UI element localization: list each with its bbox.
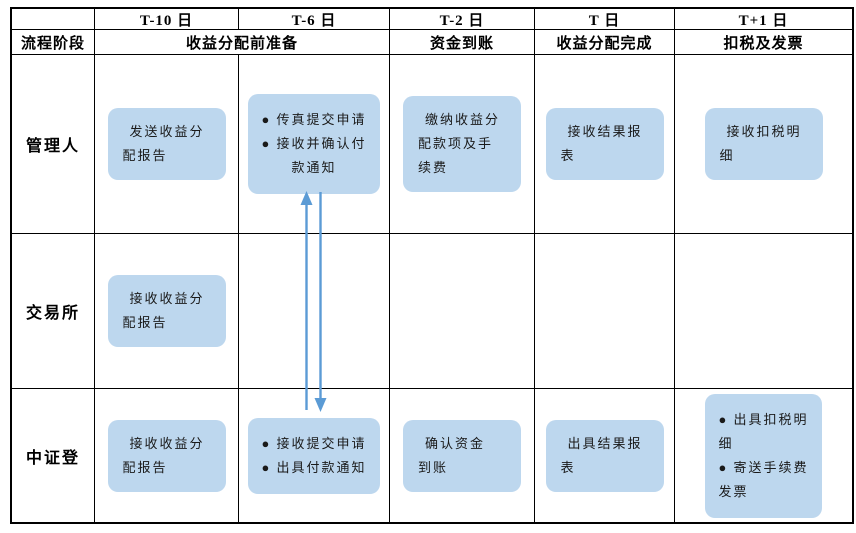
row-label-3: 中证登 — [12, 389, 95, 522]
corner-cell — [12, 9, 95, 30]
step-text-line: 配款项及手 — [418, 136, 494, 151]
step-text-line: ● 传真提交申请 — [261, 112, 367, 127]
process-step-box: 出具结果报表 — [545, 419, 664, 492]
step-text-line: ● 接收提交申请 — [261, 435, 367, 451]
step-text-line: 缴纳收益分 — [425, 112, 501, 127]
step-text-line: 表 — [560, 148, 576, 163]
step-text-line: 细 — [719, 148, 735, 163]
process-step-box: 发送收益分配报告 — [107, 108, 226, 180]
table-cell: 接收扣税明细 — [675, 55, 852, 234]
step-text-line: ● 接收并确认付 — [261, 136, 367, 151]
step-text-line: 出具结果报 — [567, 435, 643, 451]
table-cell — [239, 234, 390, 389]
phase-header-4: 扣税及发票 — [675, 30, 852, 55]
table-cell — [390, 234, 535, 389]
process-step-box: 接收扣税明细 — [704, 108, 823, 180]
step-text-line: 接收扣税明 — [726, 124, 802, 139]
table-cell — [535, 234, 675, 389]
table-cell: 缴纳收益分配款项及手续费 — [390, 55, 535, 234]
step-text-line: ● 出具扣税明 — [718, 411, 809, 427]
column-header-4: T 日 — [535, 9, 675, 30]
process-step-box: 接收收益分配报告 — [107, 275, 226, 347]
process-step-box: ● 出具扣税明细 ● 寄送手续费发票 — [705, 393, 822, 518]
column-header-2: T-6 日 — [239, 9, 390, 30]
table-cell — [675, 234, 852, 389]
process-step-box: 缴纳收益分配款项及手续费 — [403, 96, 521, 192]
row-label-2: 交易所 — [12, 234, 95, 389]
step-text-line: 配报告 — [122, 315, 168, 330]
step-text-line: 配报告 — [122, 459, 168, 475]
step-text-line: ● 出具付款通知 — [261, 459, 367, 475]
step-text-line: ● 寄送手续费 — [718, 459, 809, 475]
table-cell: 确认资金到账 — [390, 389, 535, 522]
table-cell: ● 出具扣税明细 ● 寄送手续费发票 — [675, 389, 852, 522]
step-text-line: 接收收益分 — [129, 435, 205, 451]
step-text-line: 到账 — [418, 459, 449, 475]
column-header-5: T+1 日 — [675, 9, 852, 30]
table-cell: ● 传真提交申请 ● 接收并确认付 款通知 — [239, 55, 390, 234]
step-text-line: 配报告 — [122, 148, 168, 163]
step-text-line: 接收收益分 — [129, 291, 205, 306]
table-cell: ● 接收提交申请 ● 出具付款通知 — [239, 389, 390, 522]
phase-header-2: 资金到账 — [390, 30, 535, 55]
table-cell: 接收结果报表 — [535, 55, 675, 234]
table-cell: 接收收益分配报告 — [95, 234, 239, 389]
process-step-box: 接收结果报表 — [545, 108, 664, 180]
step-text-line: 款通知 — [261, 160, 337, 175]
process-step-box: ● 接收提交申请 ● 出具付款通知 — [248, 417, 380, 494]
row-label-1: 管理人 — [12, 55, 95, 234]
process-step-box: 确认资金到账 — [403, 419, 521, 492]
phase-header-1: 收益分配前准备 — [95, 30, 390, 55]
table-cell: 出具结果报表 — [535, 389, 675, 522]
process-step-box: 接收收益分配报告 — [107, 419, 226, 492]
step-text-line: 发送收益分 — [129, 124, 205, 139]
step-text-line: 续费 — [418, 160, 449, 175]
column-header-1: T-10 日 — [95, 9, 239, 30]
process-step-box: ● 传真提交申请 ● 接收并确认付 款通知 — [248, 94, 380, 194]
phase-header-3: 收益分配完成 — [535, 30, 675, 55]
step-text-line: 发票 — [718, 483, 749, 499]
table-cell: 发送收益分配报告 — [95, 55, 239, 234]
step-text-line: 表 — [560, 459, 576, 475]
step-text-line: 细 — [718, 435, 734, 451]
step-text-line: 确认资金 — [425, 435, 486, 451]
column-header-3: T-2 日 — [390, 9, 535, 30]
phase-row-label: 流程阶段 — [12, 30, 95, 55]
step-text-line: 接收结果报 — [567, 124, 643, 139]
table-cell: 接收收益分配报告 — [95, 389, 239, 522]
